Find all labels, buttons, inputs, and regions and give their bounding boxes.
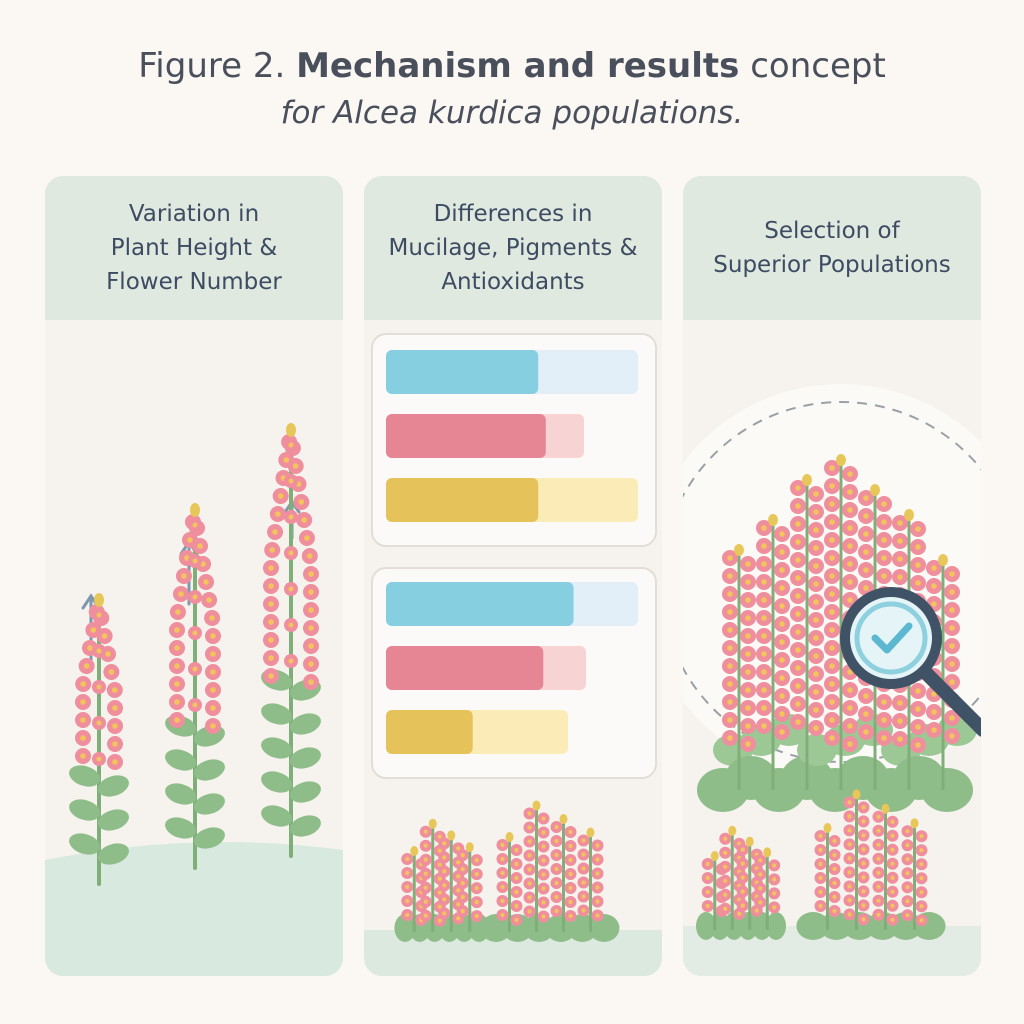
bar-fill-antioxidants <box>386 478 539 522</box>
leaf <box>289 747 321 769</box>
figure-title-bold: Mechanism and results <box>296 46 740 86</box>
panel-variation-body <box>45 320 343 976</box>
bar-fill-pigments <box>386 414 546 458</box>
hollyhock-bush <box>696 825 786 940</box>
leaf <box>165 817 197 839</box>
figure-number: Figure 2. <box>138 46 286 86</box>
leaf <box>97 809 129 831</box>
figure-title: Figure 2. Mechanism and results concept … <box>0 44 1024 134</box>
panel-selection-body <box>683 320 981 976</box>
hollyhock-stalk <box>69 593 129 886</box>
bar-fill-mucilage <box>386 350 539 394</box>
leaf <box>289 713 321 735</box>
heading-line: Antioxidants <box>441 269 585 295</box>
hollyhock-bush <box>394 818 490 942</box>
figure-subtitle: for Alcea kurdica populations. <box>280 95 744 131</box>
leaf <box>69 833 101 855</box>
leaf <box>261 805 293 827</box>
hollyhock-stalk <box>261 423 321 858</box>
heading-line: Flower Number <box>106 269 282 295</box>
superior-population-bush <box>697 454 977 812</box>
trait-bars-illustration <box>364 333 662 976</box>
panel-selection: Selection of Superior Populations <box>683 176 981 976</box>
leaf <box>289 781 321 803</box>
panel-differences-heading: Differences in Mucilage, Pigments & Anti… <box>364 176 662 320</box>
leaf <box>165 749 197 771</box>
figure-title-line: Figure 2. Mechanism and results concept <box>0 44 1024 88</box>
panel-selection-heading: Selection of Superior Populations <box>683 176 981 320</box>
panel-variation-heading: Variation in Plant Height & Flower Numbe… <box>45 176 343 320</box>
leaf <box>193 793 225 815</box>
hollyhock-bush <box>480 800 620 942</box>
bar-fill-mucilage <box>386 582 574 626</box>
leaf <box>261 737 293 759</box>
bar-fill-pigments <box>386 646 544 690</box>
magnifier-check-icon <box>840 587 981 737</box>
heading-line: Differences in <box>433 201 593 227</box>
figure-title-suffix: concept <box>750 46 886 86</box>
height-illustration <box>45 423 343 976</box>
leaf <box>97 843 129 865</box>
leaf <box>193 759 225 781</box>
ground <box>45 842 343 976</box>
heading-line: Selection of <box>764 218 900 244</box>
hollyhock-stalk <box>165 503 225 870</box>
leaf <box>261 703 293 725</box>
panel-differences-body <box>364 320 662 976</box>
leaf <box>289 815 321 837</box>
panel-variation: Variation in Plant Height & Flower Numbe… <box>45 176 343 976</box>
heading-line: Mucilage, Pigments & <box>388 235 638 261</box>
heading-line: Plant Height & <box>110 235 278 261</box>
leaf <box>261 771 293 793</box>
selection-illustration <box>683 384 981 976</box>
bar-fill-antioxidants <box>386 710 473 754</box>
leaf <box>69 799 101 821</box>
hollyhock-bush <box>796 789 946 940</box>
panel-differences: Differences in Mucilage, Pigments & Anti… <box>364 176 662 976</box>
heading-line: Superior Populations <box>713 252 951 278</box>
leaf <box>165 783 197 805</box>
heading-line: Variation in <box>128 201 260 227</box>
leaf <box>193 827 225 849</box>
leaf <box>97 775 129 797</box>
selection-dashed-ring <box>683 401 981 763</box>
leaf <box>69 765 101 787</box>
